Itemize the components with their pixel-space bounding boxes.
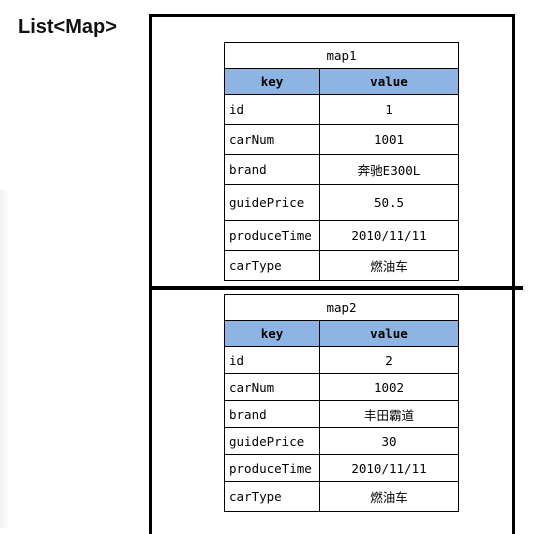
key-cell: produceTime [224, 220, 320, 251]
list-container [149, 14, 515, 534]
key-cell: id [224, 94, 320, 125]
value-cell: 2010/11/11 [319, 454, 459, 482]
key-cell: carNum [224, 373, 320, 401]
map-name: map1 [224, 42, 459, 69]
key-header: key [224, 320, 320, 347]
value-cell: 燃油车 [319, 481, 459, 512]
value-cell: 2010/11/11 [319, 220, 459, 251]
key-cell: brand [224, 154, 320, 185]
value-cell: 30 [319, 427, 459, 455]
value-cell: 丰田霸道 [319, 400, 459, 428]
key-cell: produceTime [224, 454, 320, 482]
list-divider [149, 286, 523, 290]
value-header: value [319, 320, 459, 347]
value-cell: 1 [319, 94, 459, 125]
key-cell: guidePrice [224, 184, 320, 221]
key-cell: carNum [224, 124, 320, 155]
value-cell: 奔驰E300L [319, 154, 459, 185]
page-title: List<Map> [18, 16, 117, 38]
key-cell: carType [224, 481, 320, 512]
key-cell: carType [224, 250, 320, 281]
value-cell: 50.5 [319, 184, 459, 221]
key-cell: brand [224, 400, 320, 428]
key-cell: guidePrice [224, 427, 320, 455]
key-cell: id [224, 346, 320, 374]
key-header: key [224, 68, 320, 95]
map-name: map2 [224, 294, 459, 321]
value-cell: 1002 [319, 373, 459, 401]
value-cell: 燃油车 [319, 250, 459, 281]
value-header: value [319, 68, 459, 95]
left-edge-shadow [0, 190, 10, 528]
value-cell: 2 [319, 346, 459, 374]
value-cell: 1001 [319, 124, 459, 155]
